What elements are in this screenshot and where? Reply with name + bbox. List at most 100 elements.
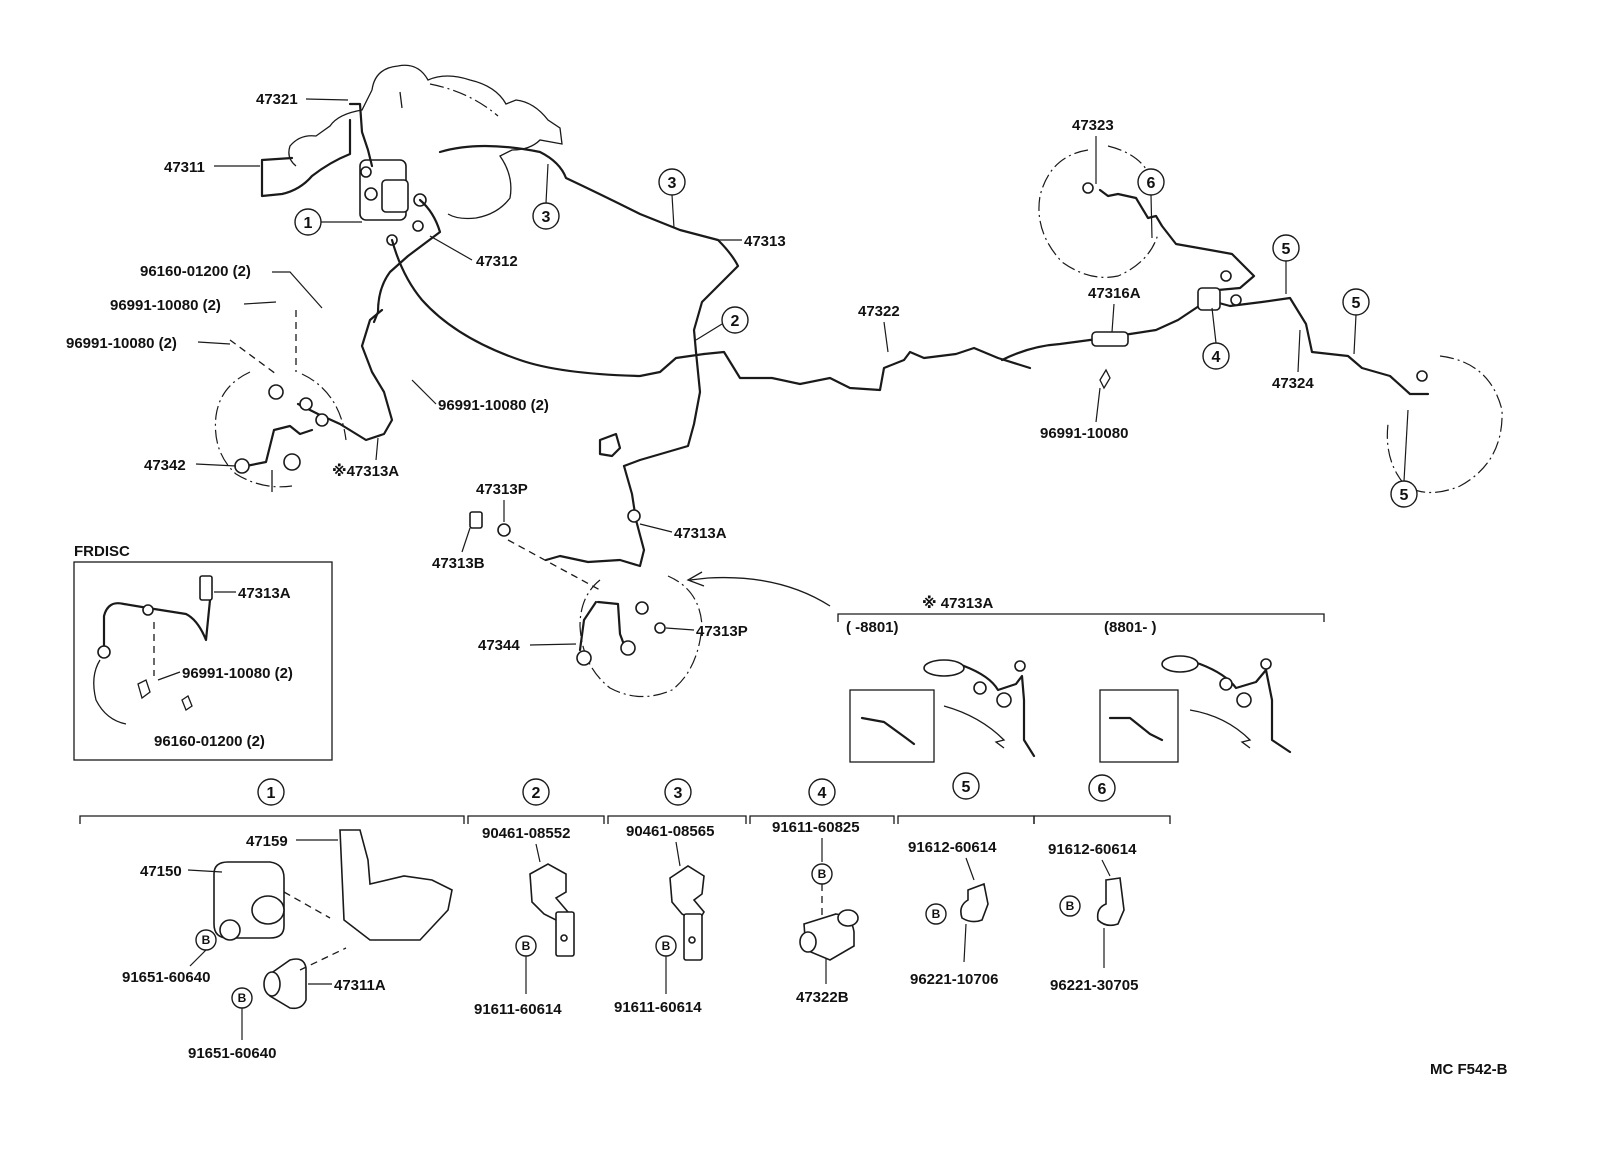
variant-pointer-head bbox=[686, 571, 705, 587]
label-47313A-mid: 47313A bbox=[639, 523, 727, 542]
label-47324: 47324 bbox=[1272, 329, 1314, 392]
label-47313A-mark: ※47313A bbox=[332, 437, 399, 480]
group-3-callout bbox=[664, 778, 692, 806]
group-3-clamp: 3 90461-08565 B 91611-60614 bbox=[614, 778, 714, 1016]
callout-3-main-b: 3 bbox=[532, 163, 560, 230]
label-47344: 47344 bbox=[478, 637, 577, 654]
svg-text:96991-10080: 96991-10080 bbox=[1040, 425, 1128, 442]
label-91651-60640-b: 91651-60640 bbox=[188, 1045, 276, 1062]
svg-text:96991-10080 (2): 96991-10080 (2) bbox=[438, 397, 549, 414]
svg-text:5: 5 bbox=[962, 779, 971, 796]
label-96160-01200: 96160-01200 (2) bbox=[140, 263, 323, 309]
bolt-b-icon: B bbox=[925, 903, 947, 925]
bolt-b-icon: B bbox=[515, 935, 537, 957]
svg-text:47313P: 47313P bbox=[476, 481, 528, 498]
svg-text:47311: 47311 bbox=[164, 159, 205, 176]
diagram-code: MC F542-B bbox=[1430, 1061, 1508, 1078]
label-47321: 47321 bbox=[256, 91, 349, 108]
group-1-proportioning-valve: 1 47159 47150 B 91651-60640 47311A B 916… bbox=[122, 778, 453, 1062]
label-96221-30705: 96221-30705 bbox=[1050, 977, 1138, 994]
svg-text:B: B bbox=[1066, 899, 1075, 913]
svg-text:47324: 47324 bbox=[1272, 375, 1314, 392]
svg-text:5: 5 bbox=[1282, 241, 1291, 258]
svg-text:47312: 47312 bbox=[476, 253, 518, 270]
svg-text:3: 3 bbox=[674, 785, 683, 802]
svg-text:6: 6 bbox=[1147, 175, 1156, 192]
label-91612-60614-a: 91612-60614 bbox=[908, 839, 997, 856]
label-47322: 47322 bbox=[858, 303, 900, 353]
svg-text:47316A: 47316A bbox=[1088, 285, 1141, 302]
label-47150: 47150 bbox=[140, 863, 182, 880]
label-47313P-b: 47313P bbox=[665, 623, 748, 640]
bolt-b-icon: B bbox=[655, 935, 677, 957]
label-47322B: 47322B bbox=[796, 989, 849, 1006]
variant-section: ※ 47313A ( -8801) (8801- ) bbox=[837, 594, 1325, 763]
svg-text:47323: 47323 bbox=[1072, 117, 1114, 134]
svg-text:5: 5 bbox=[1352, 295, 1361, 312]
group-4-union-tee: 4 91611-60825 B 47322B bbox=[772, 778, 860, 1006]
svg-text:96160-01200 (2): 96160-01200 (2) bbox=[140, 263, 251, 280]
svg-text:3: 3 bbox=[542, 209, 551, 226]
label-47313P-a: 47313P bbox=[476, 481, 528, 522]
brake-pipes bbox=[260, 102, 1430, 568]
svg-text:B: B bbox=[932, 907, 941, 921]
label-91611-60614-b: 91611-60614 bbox=[614, 999, 702, 1016]
svg-text:※47313A: ※47313A bbox=[332, 462, 399, 480]
variant-pointer-arrow bbox=[689, 576, 831, 607]
callout-1-main: 1 bbox=[294, 208, 362, 236]
label-96991-10080-a: 96991-10080 (2) bbox=[110, 297, 277, 314]
rear-hose-fittings bbox=[1082, 182, 1428, 390]
bolt-b-icon: B bbox=[195, 929, 217, 951]
svg-text:6: 6 bbox=[1098, 781, 1107, 798]
svg-text:B: B bbox=[522, 939, 531, 953]
svg-text:4: 4 bbox=[1212, 349, 1221, 366]
group-2-clamp: 2 90461-08552 B 91611-60614 bbox=[474, 778, 575, 1018]
variant-left-detail-box bbox=[849, 689, 935, 763]
bolt-b-icon: B bbox=[231, 987, 253, 1009]
callout-4-main: 4 bbox=[1202, 307, 1230, 370]
svg-text:B: B bbox=[662, 939, 671, 953]
label-47313: 47313 bbox=[716, 233, 786, 250]
label-47313B: 47313B bbox=[432, 527, 485, 572]
group-5-callout bbox=[952, 772, 980, 800]
master-cylinder-assembly bbox=[288, 64, 563, 246]
svg-text:47342: 47342 bbox=[144, 457, 186, 474]
bolt-b-icon: B bbox=[811, 863, 833, 885]
group-4-callout bbox=[808, 778, 836, 806]
callout-5-main-a: 5 bbox=[1272, 234, 1300, 294]
frdisc-frame bbox=[73, 561, 333, 761]
variant-left-range: ( -8801) bbox=[846, 619, 899, 636]
label-91651-60640-a: 91651-60640 bbox=[122, 969, 210, 986]
label-47159: 47159 bbox=[246, 833, 288, 850]
brake-rotors bbox=[214, 145, 1503, 698]
label-90461-08565: 90461-08565 bbox=[626, 823, 714, 840]
svg-text:96991-10080 (2): 96991-10080 (2) bbox=[110, 297, 221, 314]
group-brackets bbox=[79, 815, 1171, 824]
label-47311A: 47311A bbox=[334, 977, 386, 994]
label-91612-60614-b: 91612-60614 bbox=[1048, 841, 1137, 858]
front-left-caliper bbox=[229, 310, 329, 492]
label-47323: 47323 bbox=[1072, 117, 1114, 184]
bolt-b-icon: B bbox=[1059, 895, 1081, 917]
svg-text:47344: 47344 bbox=[478, 637, 520, 654]
label-47342: 47342 bbox=[144, 457, 237, 474]
label-47312: 47312 bbox=[429, 235, 518, 270]
svg-text:4: 4 bbox=[818, 785, 827, 802]
label-47311: 47311 bbox=[164, 159, 260, 176]
svg-text:1: 1 bbox=[304, 215, 313, 232]
svg-text:2: 2 bbox=[532, 785, 541, 802]
label-96991-10080-c: 96991-10080 (2) bbox=[411, 379, 549, 414]
front-right-caliper bbox=[469, 432, 666, 666]
frdisc-label-47313A: 47313A bbox=[238, 585, 291, 602]
svg-text:96991-10080 (2): 96991-10080 (2) bbox=[66, 335, 177, 352]
label-96221-10706: 96221-10706 bbox=[910, 971, 998, 988]
label-96991-10080-d: 96991-10080 bbox=[1040, 387, 1128, 442]
frdisc-title: FRDISC bbox=[74, 543, 130, 560]
group-2-callout bbox=[522, 778, 550, 806]
callout-5-main-b: 5 bbox=[1342, 288, 1370, 355]
callout-2-main: 2 bbox=[695, 306, 749, 341]
group-6-callout bbox=[1088, 774, 1116, 802]
variant-right-range: (8801- ) bbox=[1104, 619, 1157, 636]
svg-text:5: 5 bbox=[1400, 487, 1409, 504]
